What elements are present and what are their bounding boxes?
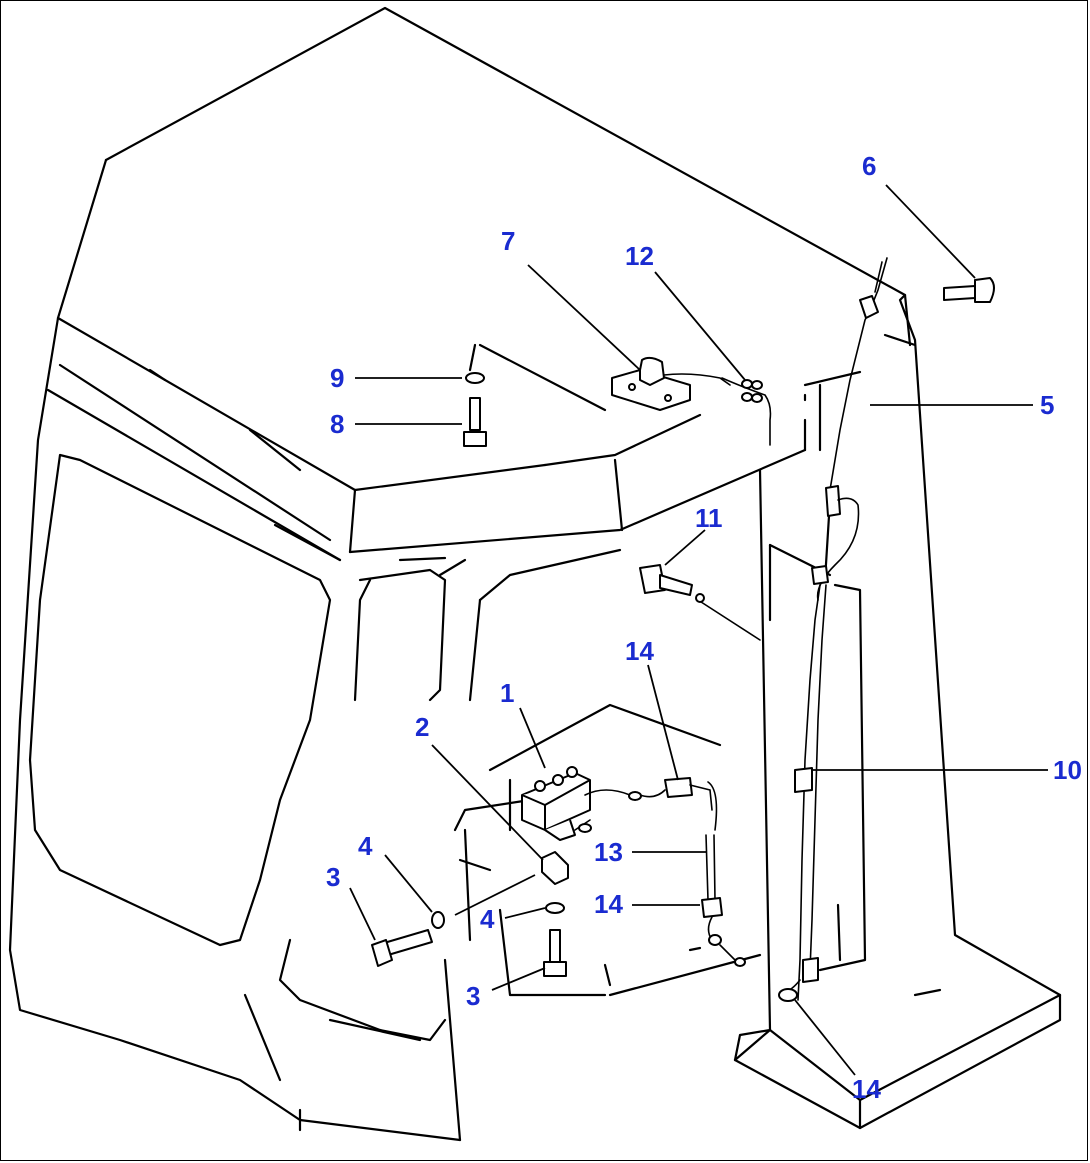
bracket-2 (541, 851, 569, 885)
callout-8: 8 (330, 409, 344, 439)
relay-1 (521, 766, 718, 841)
callout-9: 9 (330, 363, 344, 393)
harness-13 (701, 834, 746, 967)
callout-14c: 14 (852, 1074, 881, 1104)
fasteners-lower (371, 902, 567, 977)
callout-10: 10 (1053, 755, 1082, 785)
bolt-11 (639, 564, 761, 641)
harness-5 (778, 257, 888, 1002)
callout-4b: 4 (480, 904, 495, 934)
callout-12: 12 (625, 241, 654, 271)
bolt-6 (943, 277, 995, 303)
callout-7: 7 (501, 226, 515, 256)
callout-2: 2 (415, 712, 429, 742)
callouts: 1 2 3 3 4 4 5 6 7 8 9 10 11 12 13 14 14 … (326, 151, 1082, 1104)
leader-lines (349, 184, 1048, 1076)
callout-13: 13 (594, 837, 623, 867)
rear-pillar (733, 293, 1062, 1130)
cab-body (8, 6, 912, 1142)
callout-3b: 3 (466, 981, 480, 1011)
callout-6: 6 (862, 151, 876, 181)
callout-5: 5 (1040, 390, 1054, 420)
work-lamp (611, 356, 772, 446)
callout-11: 11 (695, 503, 723, 533)
callout-4a: 4 (358, 831, 373, 861)
callout-3a: 3 (326, 862, 340, 892)
callout-14b: 14 (594, 889, 623, 919)
fasteners-top (463, 372, 487, 447)
callout-1: 1 (500, 678, 514, 708)
callout-14a: 14 (625, 636, 654, 666)
